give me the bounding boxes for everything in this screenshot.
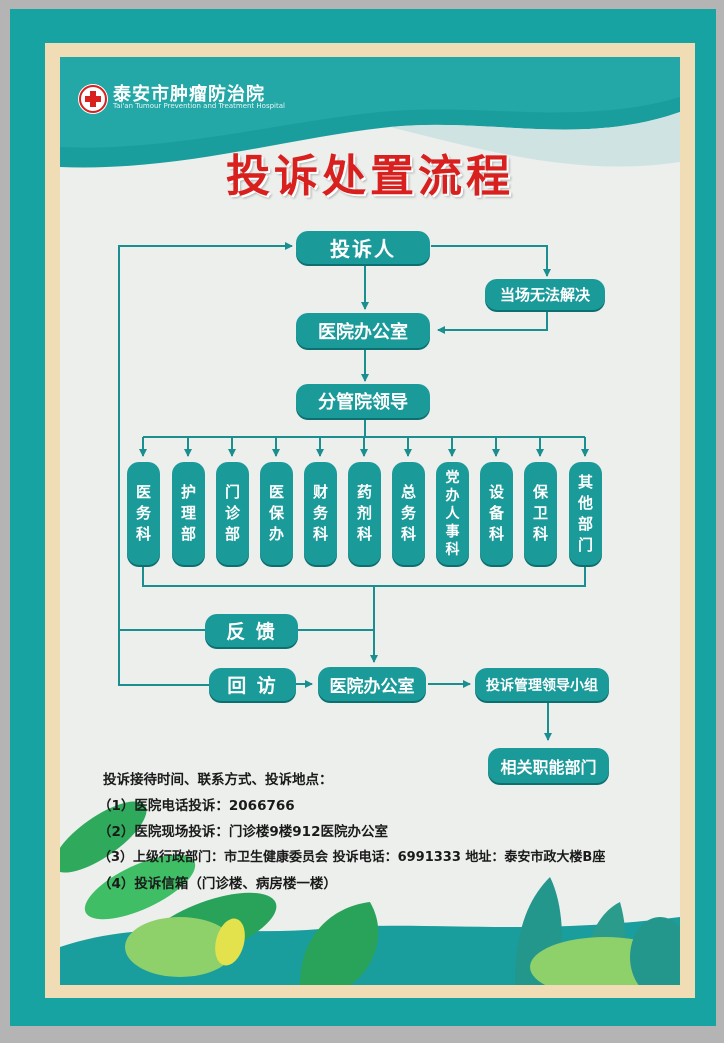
department-char: 医 [268,483,284,501]
department-char: 党 [445,469,460,486]
contact-line-2: （2）医院现场投诉：门诊楼9楼912医院办公室 [98,824,388,840]
contact-line-1: （1）医院电话投诉：2066766 [98,798,295,814]
department-7: 总务科 [392,462,425,565]
node-hospital-office: 医院办公室 [296,313,430,348]
department-char: 务 [312,504,328,522]
department-char: 药 [356,483,372,501]
department-char: 部 [577,514,593,533]
department-char: 科 [532,525,548,543]
department-char: 理 [180,504,196,522]
department-char: 办 [445,487,460,504]
node-management-group: 投诉管理领导小组 [475,668,609,701]
department-4: 医保办 [260,462,293,565]
department-char: 科 [400,525,416,543]
department-char: 门 [577,535,593,554]
department-8: 党办人事科 [436,462,469,565]
department-char: 科 [488,525,504,543]
node-feedback: 反 馈 [205,614,298,647]
department-char: 保 [268,504,284,522]
department-char: 保 [532,483,548,501]
department-char: 他 [577,493,593,512]
department-1: 医务科 [127,462,160,565]
department-char: 事 [445,523,460,540]
department-10: 保卫科 [524,462,557,565]
department-char: 科 [312,525,328,543]
department-char: 门 [224,483,240,501]
hospital-name-en: Tai'an Tumour Prevention and Treatment H… [113,102,285,110]
department-char: 卫 [532,504,548,522]
department-char: 科 [135,525,151,543]
contact-line-3: （3）上级行政部门：市卫生健康委员会 投诉电话：6991333 地址：泰安市政大… [98,850,606,865]
department-char: 其 [577,472,593,491]
node-related-departments: 相关职能部门 [488,748,609,783]
department-char: 备 [488,504,504,522]
hospital-logo-icon [78,84,108,114]
hospital-name: 泰安市肿瘤防治院 [113,84,265,105]
department-2: 护理部 [172,462,205,565]
department-char: 人 [445,505,460,522]
node-complainant: 投诉人 [296,231,430,264]
department-char: 科 [445,541,460,558]
department-char: 办 [268,525,284,543]
department-11: 其他部门 [569,462,602,565]
department-char: 总 [400,483,416,501]
department-char: 部 [180,525,196,543]
contact-heading: 投诉接待时间、联系方式、投诉地点： [103,772,333,788]
department-char: 科 [356,525,372,543]
department-6: 药剂科 [348,462,381,565]
department-9: 设备科 [480,462,513,565]
department-char: 务 [135,504,151,522]
department-char: 部 [224,525,240,543]
department-char: 设 [488,483,504,501]
department-char: 剂 [356,504,372,522]
poster-title: 投诉处置流程 [226,151,514,202]
contact-line-4: （4）投诉信箱（门诊楼、病房楼一楼） [98,876,337,892]
department-char: 护 [180,483,196,501]
department-char: 财 [312,483,328,501]
department-char: 医 [135,483,151,501]
poster-background-art [60,57,680,985]
department-3: 门诊部 [216,462,249,565]
node-revisit: 回 访 [209,668,296,701]
node-hospital-office-2: 医院办公室 [318,667,426,701]
department-char: 务 [400,504,416,522]
department-5: 财务科 [304,462,337,565]
node-unresolved-on-site: 当场无法解决 [485,279,605,310]
node-leader: 分管院领导 [296,384,430,418]
department-char: 诊 [224,504,240,522]
